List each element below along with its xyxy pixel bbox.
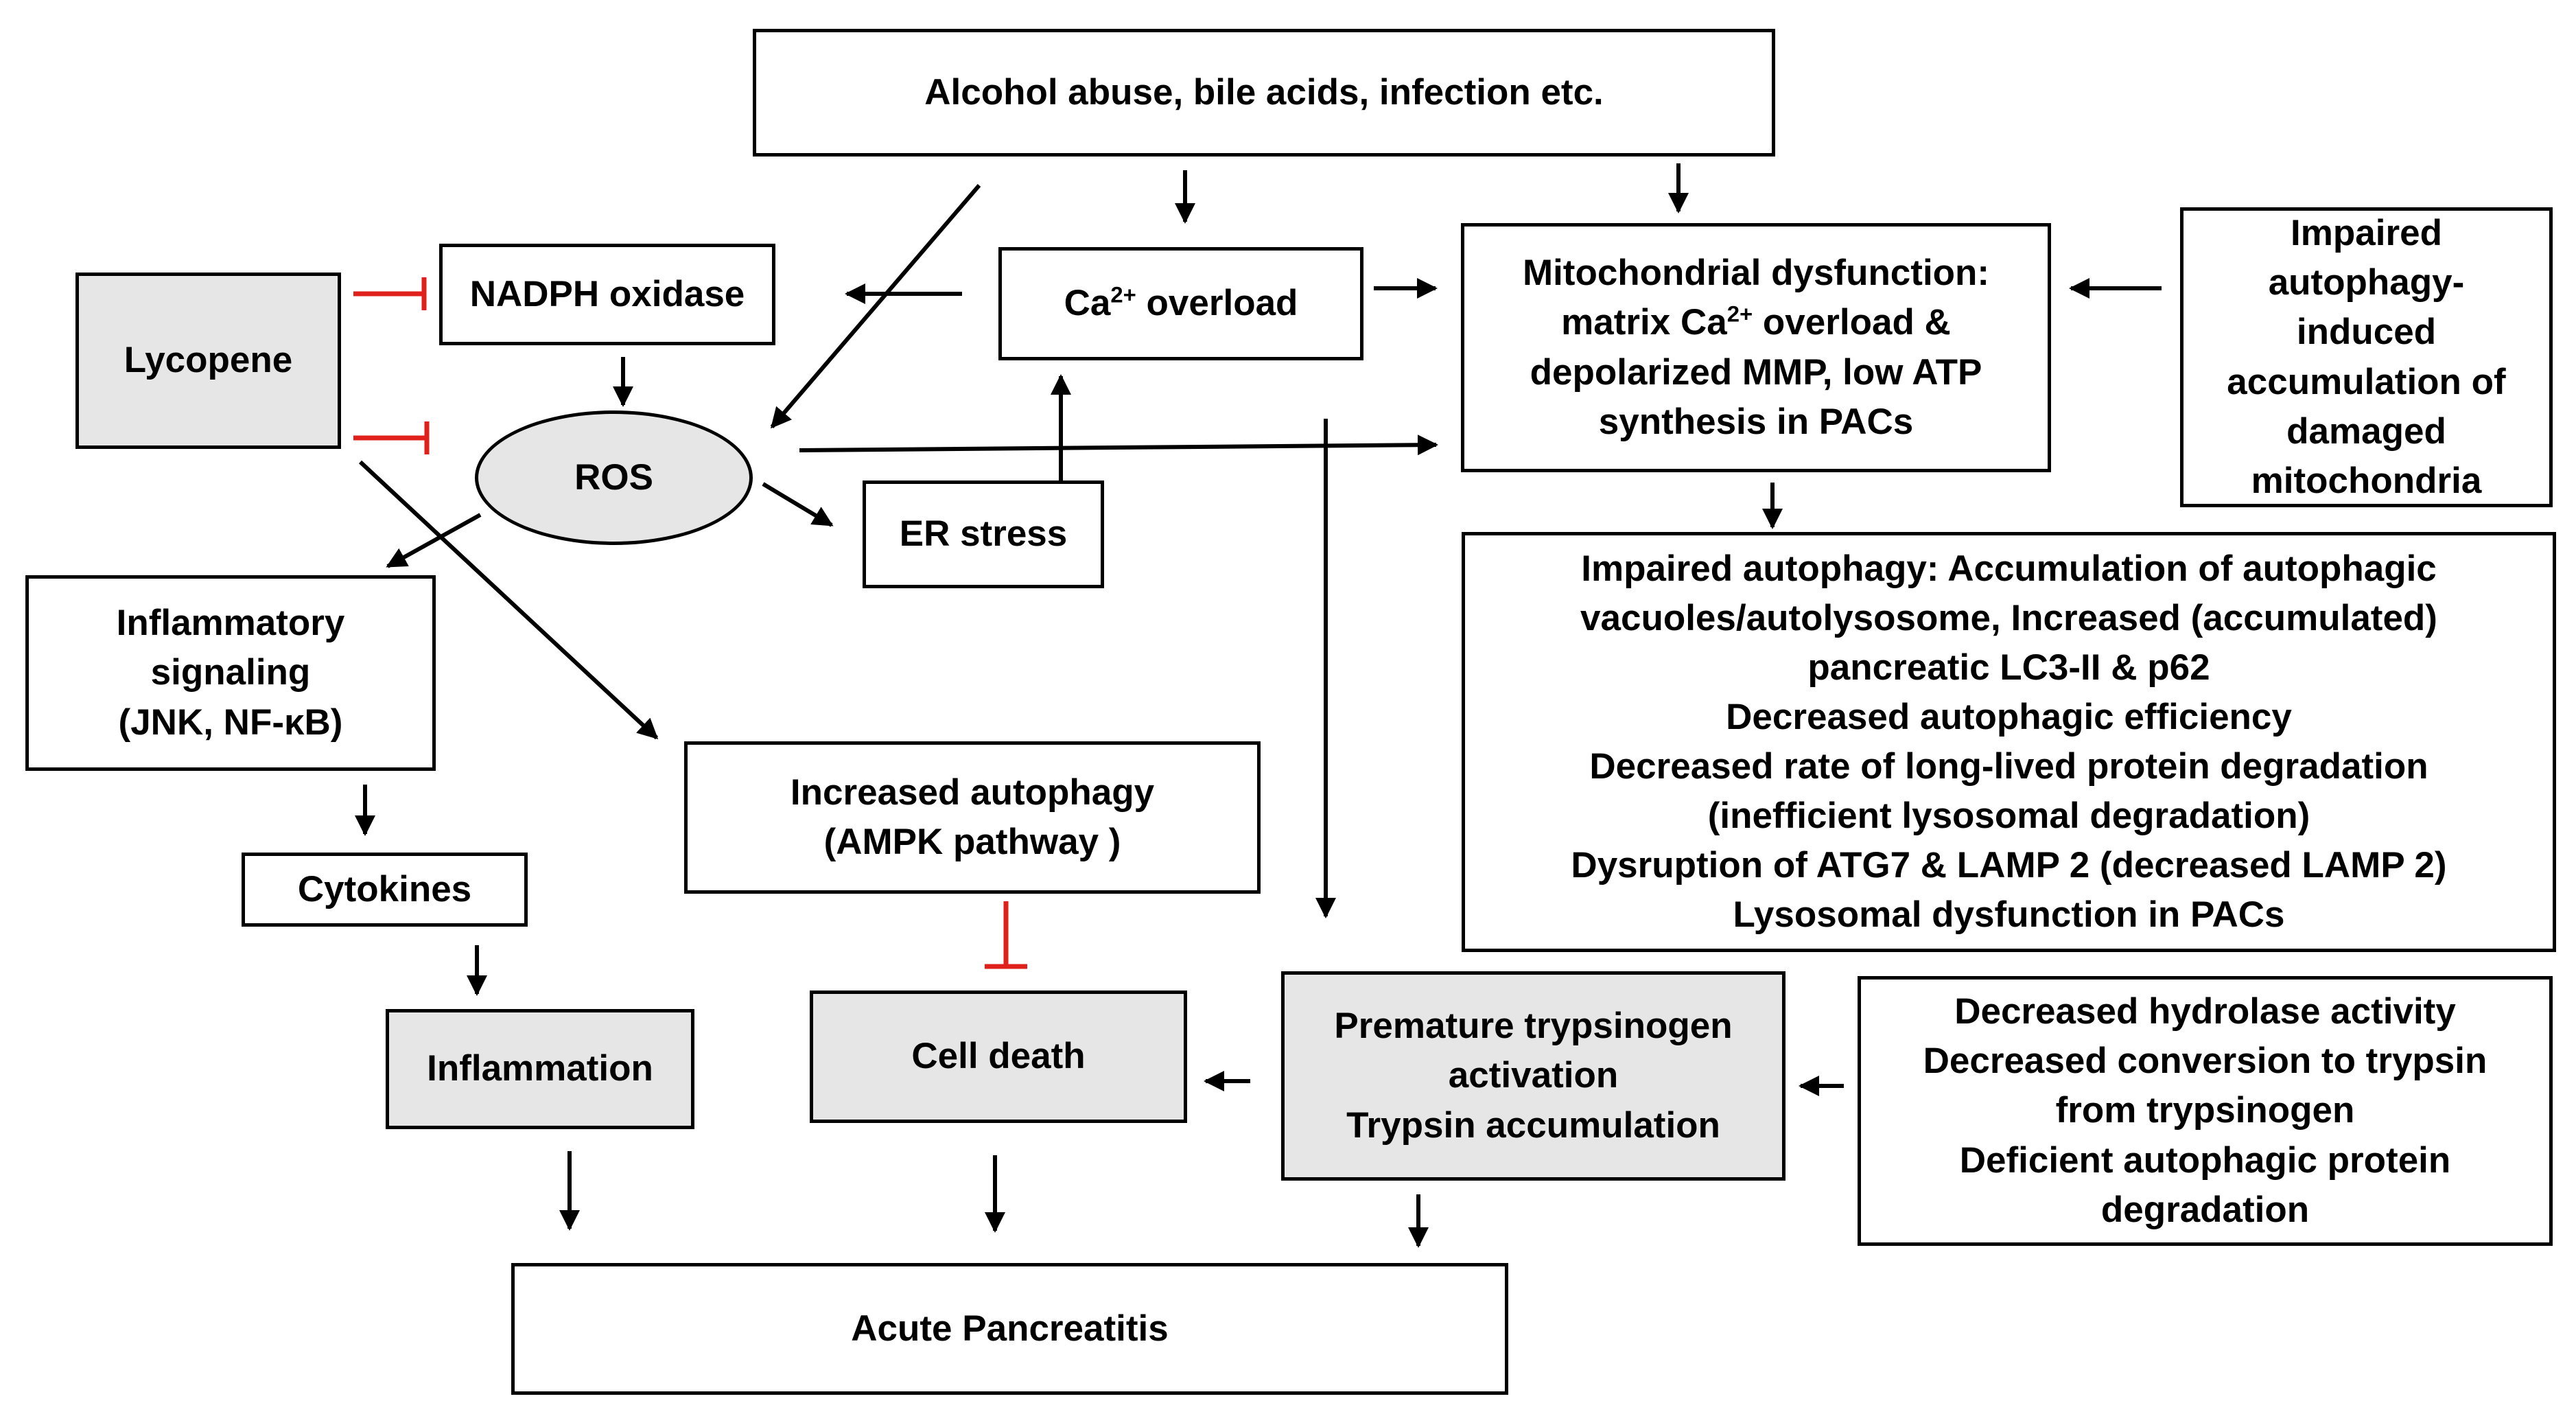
node-triggers: Alcohol abuse, bile acids, infection etc… (753, 29, 1775, 157)
impaired-autophagy-line: Impaired autophagy: Accumulation of auto… (1581, 548, 2437, 589)
inflam-signaling-line: Inflammatory (116, 603, 345, 644)
inhibit-autophagy-cell-death (985, 901, 1027, 969)
impaired-mito-line: induced (2296, 312, 2437, 353)
arrow-ros-to-er (762, 482, 834, 527)
node-ca-overload: Ca2+ overload (998, 247, 1363, 360)
node-impaired-autophagy: Impaired autophagy: Accumulation of auto… (1462, 532, 2556, 952)
node-hydrolase: Decreased hydrolase activity Decreased c… (1858, 976, 2553, 1246)
node-lycopene-text: Lycopene (124, 340, 293, 381)
impaired-autophagy-line: (inefficient lysosomal degradation) (1707, 796, 2310, 837)
node-ca-overload-text: Ca2+ overload (1064, 281, 1298, 324)
impaired-autophagy-line: Decreased autophagic efficiency (1726, 696, 2292, 737)
node-lycopene: Lycopene (75, 273, 341, 449)
node-er-stress: ER stress (863, 480, 1104, 588)
node-cytokines: Cytokines (242, 853, 528, 927)
node-inflammation: Inflammation (386, 1009, 694, 1129)
trypsin-line: activation (1448, 1055, 1619, 1096)
impaired-autophagy-line: vacuoles/autolysosome, Increased (accumu… (1580, 597, 2437, 638)
node-acute-pancreatitis: Acute Pancreatitis (511, 1263, 1508, 1395)
impaired-autophagy-line: Lysosomal dysfunction in PACs (1733, 894, 2285, 936)
hydrolase-line: degradation (2100, 1189, 2310, 1230)
node-increased-autophagy: Increased autophagy (AMPK pathway ) (684, 741, 1261, 894)
inhibit-lycopene-ros (353, 421, 430, 454)
node-inflammation-text: Inflammation (427, 1048, 653, 1089)
inflam-signaling-line: signaling (150, 652, 311, 693)
node-cytokines-text: Cytokines (297, 868, 472, 910)
impaired-mito-line: mitochondria (2251, 460, 2482, 501)
mito-line-1: Mitochondrial dysfunction: (1522, 253, 1990, 294)
arrow-ros-to-inflam-signaling (386, 513, 482, 568)
node-trypsin-activation: Premature trypsinogen activation Trypsin… (1281, 971, 1785, 1181)
hydrolase-line: Deficient autophagic protein (1959, 1139, 2451, 1181)
impaired-mito-line: Impaired (2291, 213, 2442, 254)
arrow-lycopene-to-increased-autophagy (358, 460, 659, 740)
node-cell-death-text: Cell death (911, 1036, 1086, 1077)
increased-autophagy-line: Increased autophagy (790, 772, 1155, 813)
impaired-mito-line: damaged (2286, 410, 2446, 452)
impaired-mito-line: accumulation of (2227, 361, 2506, 402)
mito-line-3: depolarized MMP, low ATP (1530, 351, 1982, 393)
node-impaired-mitophagy: Impaired autophagy- induced accumulation… (2180, 207, 2553, 507)
inflam-signaling-line: (JNK, NF-κB) (118, 702, 343, 743)
mito-line-2: matrix Ca2+ overload & (1561, 301, 1951, 343)
impaired-mito-line: autophagy- (2268, 262, 2465, 303)
increased-autophagy-line: (AMPK pathway ) (823, 822, 1121, 862)
inhibit-lycopene-nadph (353, 277, 427, 310)
impaired-autophagy-line: pancreatic LC3-II & p62 (1807, 647, 2210, 688)
arrow-ros-to-mito (799, 435, 1438, 456)
node-nadph-oxidase: NADPH oxidase (439, 244, 775, 345)
node-ros: ROS (475, 410, 753, 545)
trypsin-line: Premature trypsinogen (1334, 1006, 1733, 1047)
node-triggers-text: Alcohol abuse, bile acids, infection etc… (924, 71, 1604, 113)
hydrolase-line: Decreased conversion to trypsin (1923, 1041, 2487, 1082)
arrow-triggers-to-ros (770, 184, 981, 429)
node-cell-death: Cell death (810, 990, 1187, 1123)
node-er-stress-text: ER stress (899, 513, 1068, 555)
node-ros-text: ROS (574, 456, 653, 498)
impaired-autophagy-line: Dysruption of ATG7 & LAMP 2 (decreased L… (1571, 845, 2447, 886)
node-acute-pancreatitis-text: Acute Pancreatitis (851, 1308, 1169, 1349)
node-inflammatory-signaling: Inflammatory signaling (JNK, NF-κB) (25, 575, 436, 771)
mito-line-4: synthesis in PACs (1598, 401, 1914, 442)
trypsin-line: Trypsin accumulation (1346, 1104, 1720, 1146)
node-mitochondrial-dysfunction: Mitochondrial dysfunction: matrix Ca2+ o… (1461, 223, 2051, 472)
impaired-autophagy-line: Decreased rate of long-lived protein deg… (1589, 746, 2428, 787)
node-nadph-oxidase-text: NADPH oxidase (469, 273, 745, 314)
hydrolase-line: Decreased hydrolase activity (1954, 991, 2456, 1032)
hydrolase-line: from trypsinogen (2055, 1090, 2355, 1131)
